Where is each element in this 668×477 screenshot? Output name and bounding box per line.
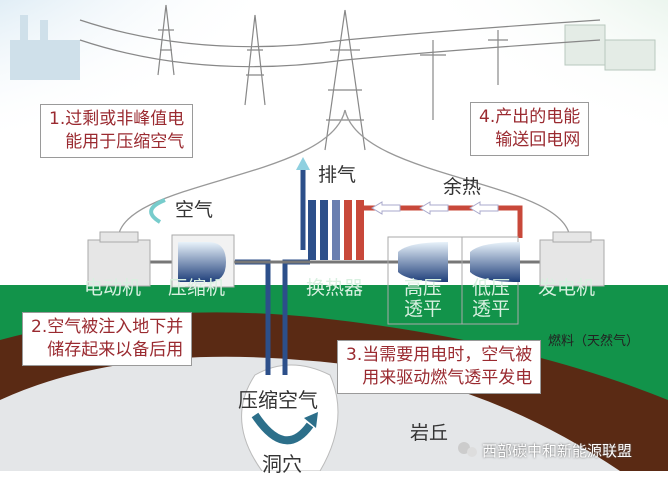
air-intake-arrow-icon	[149, 198, 166, 224]
transmission-towers	[79, 4, 601, 151]
factory-icon	[10, 15, 80, 80]
callout-step2: 2.空气被注入地下并 储存起来以备后用	[22, 312, 193, 366]
wechat-icon	[458, 442, 477, 457]
label-line: 低压	[472, 277, 511, 299]
heat-exchanger	[308, 200, 364, 260]
lp-turbine	[470, 242, 520, 282]
waste-heat-pipe	[364, 205, 523, 238]
fuel-label: 燃料（天然气）	[548, 334, 640, 349]
label-line: 透平	[472, 298, 511, 320]
callout-step3: 3.当需要用电时，空气被 用来驱动燃气透平发电	[337, 340, 542, 394]
callout-line: 输送回电网	[495, 130, 581, 150]
cavern-label: 洞穴	[262, 452, 302, 476]
lp-turbine-label: 低压 透平	[472, 278, 510, 320]
callout-line: 储存起来以备后用	[47, 340, 184, 360]
callout-line: 1.过剩或非峰值电	[49, 109, 185, 129]
hp-turbine-label: 高压 透平	[404, 278, 442, 320]
callout-line: 4.产出的电能	[479, 107, 581, 127]
exhaust-label: 排气	[318, 164, 357, 186]
label-line: 透平	[404, 298, 443, 320]
callout-step4: 4.产出的电能 输送回电网	[470, 102, 590, 156]
callout-line: 3.当需要用电时，空气被	[346, 345, 533, 365]
generator	[539, 231, 605, 287]
buildings-icon	[564, 24, 656, 71]
callout-line: 能用于压缩空气	[65, 132, 185, 152]
compressor	[171, 234, 235, 288]
cavern	[241, 364, 339, 471]
motor-label: 电动机	[84, 277, 142, 299]
callout-step1: 1.过剩或非峰值电 能用于压缩空气	[40, 104, 194, 158]
circulation-arrow-icon	[251, 412, 314, 445]
generator-label: 发电机	[538, 277, 596, 299]
motor	[87, 231, 151, 287]
waste-heat-label: 余热	[443, 176, 482, 198]
label-line: 高压	[404, 277, 443, 299]
salt-dome-label: 岩丘	[410, 422, 449, 444]
callout-line: 用来驱动燃气透平发电	[362, 368, 533, 388]
air-label: 空气	[175, 199, 214, 221]
hp-turbine	[398, 242, 448, 282]
power-line-out	[344, 109, 571, 241]
callout-line: 2.空气被注入地下并	[31, 317, 184, 337]
compressor-label: 压缩机	[168, 277, 226, 299]
heat-exchanger-label: 换热器	[306, 277, 364, 299]
exhaust-arrow-icon	[296, 157, 310, 170]
watermark: 西部碳中和新能源联盟	[482, 442, 633, 460]
power-line-in	[117, 109, 346, 241]
waste-heat-arrows	[371, 201, 499, 215]
compressed-air-label: 压缩空气	[238, 388, 318, 412]
